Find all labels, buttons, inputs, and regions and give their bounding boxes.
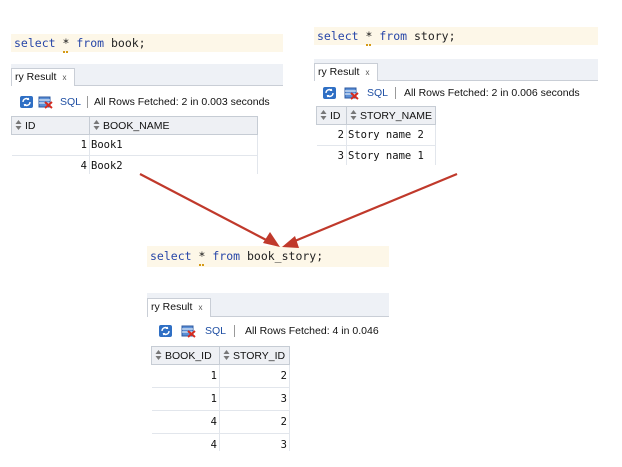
result-grid[interactable]: ID BOOK_NAME 1 Book1 4 Book2 xyxy=(11,116,258,174)
sql-button[interactable]: SQL xyxy=(367,87,389,99)
close-icon[interactable]: x xyxy=(62,73,67,82)
column-header-story-name[interactable]: STORY_NAME xyxy=(346,106,436,125)
result-grid[interactable]: ID STORY_NAME 2 Story name 2 3 Story nam… xyxy=(316,106,436,165)
result-toolbar: SQL All Rows Fetched: 2 in 0.003 seconds xyxy=(11,91,283,113)
sorter-icon xyxy=(155,350,162,360)
cell-id[interactable]: 3 xyxy=(316,145,347,165)
cell-story-id[interactable]: 3 xyxy=(219,387,290,411)
column-header-story-id[interactable]: STORY_ID xyxy=(219,346,290,365)
cell-id[interactable]: 1 xyxy=(11,134,90,156)
close-icon[interactable]: x xyxy=(365,68,370,77)
column-header-id[interactable]: ID xyxy=(316,106,347,125)
table-row[interactable]: 4 Book2 xyxy=(11,155,258,174)
result-toolbar: SQL All Rows Fetched: 2 in 0.006 seconds xyxy=(314,82,598,104)
cell-id[interactable]: 2 xyxy=(316,124,347,146)
cell-book-name[interactable]: Book2 xyxy=(89,155,258,174)
column-header-book-name[interactable]: BOOK_NAME xyxy=(89,116,258,135)
delete-icon[interactable] xyxy=(38,95,53,109)
arrow-head-left xyxy=(282,236,299,248)
cell-story-id[interactable]: 3 xyxy=(219,433,290,451)
table-row[interactable]: 4 3 xyxy=(151,433,290,451)
arrow-head-right xyxy=(263,232,280,247)
cell-book-id[interactable]: 1 xyxy=(151,387,220,411)
fetch-status: All Rows Fetched: 4 in 0.046 xyxy=(245,325,379,337)
sorter-icon xyxy=(223,350,230,360)
cell-story-id[interactable]: 2 xyxy=(219,364,290,388)
result-toolbar: SQL All Rows Fetched: 4 in 0.046 xyxy=(147,320,389,342)
cell-book-name[interactable]: Book1 xyxy=(89,134,258,156)
sorter-icon xyxy=(350,110,357,120)
sql-editor-line[interactable]: select * from story; xyxy=(314,27,598,45)
sql-editor-line[interactable]: select * from book_story; xyxy=(147,246,389,267)
cell-book-id[interactable]: 4 xyxy=(151,410,220,434)
sql-button[interactable]: SQL xyxy=(205,325,227,337)
wildcard-token: * xyxy=(62,36,70,50)
delete-icon[interactable] xyxy=(344,86,359,100)
delete-icon[interactable] xyxy=(181,324,196,338)
table-row[interactable]: 2 Story name 2 xyxy=(316,124,436,146)
sorter-icon xyxy=(15,120,22,130)
fetch-status: All Rows Fetched: 2 in 0.006 seconds xyxy=(404,87,580,99)
refresh-icon[interactable] xyxy=(322,86,337,100)
cell-id[interactable]: 4 xyxy=(11,155,90,174)
column-header-book-id[interactable]: BOOK_ID xyxy=(151,346,220,365)
sql-editor-line[interactable]: select * from book; xyxy=(11,34,283,52)
sorter-icon xyxy=(320,110,327,120)
column-header-id[interactable]: ID xyxy=(11,116,90,135)
sql-button[interactable]: SQL xyxy=(60,96,82,108)
cell-book-id[interactable]: 1 xyxy=(151,364,220,388)
sorter-icon xyxy=(93,120,100,130)
toolbar-separator xyxy=(395,87,396,99)
cell-story-name[interactable]: Story name 2 xyxy=(346,124,436,146)
cell-book-id[interactable]: 4 xyxy=(151,433,220,451)
arrow-down-left xyxy=(289,172,458,245)
table-row[interactable]: 1 Book1 xyxy=(11,134,258,156)
toolbar-separator xyxy=(87,96,88,108)
toolbar-separator xyxy=(234,325,235,337)
wildcard-token: * xyxy=(365,29,373,43)
table-row[interactable]: 1 3 xyxy=(151,387,290,411)
table-row[interactable]: 1 2 xyxy=(151,364,290,388)
refresh-icon[interactable] xyxy=(158,324,173,338)
wildcard-token: * xyxy=(198,249,206,263)
arrow-down-right xyxy=(139,173,273,244)
cell-story-name[interactable]: Story name 1 xyxy=(346,145,436,165)
fetch-status: All Rows Fetched: 2 in 0.003 seconds xyxy=(94,96,270,108)
table-row[interactable]: 3 Story name 1 xyxy=(316,145,436,165)
refresh-icon[interactable] xyxy=(19,95,34,109)
result-grid[interactable]: BOOK_ID STORY_ID 1 2 1 3 4 2 4 3 xyxy=(151,346,290,451)
table-row[interactable]: 4 2 xyxy=(151,410,290,434)
close-icon[interactable]: x xyxy=(198,303,203,312)
cell-story-id[interactable]: 2 xyxy=(219,410,290,434)
